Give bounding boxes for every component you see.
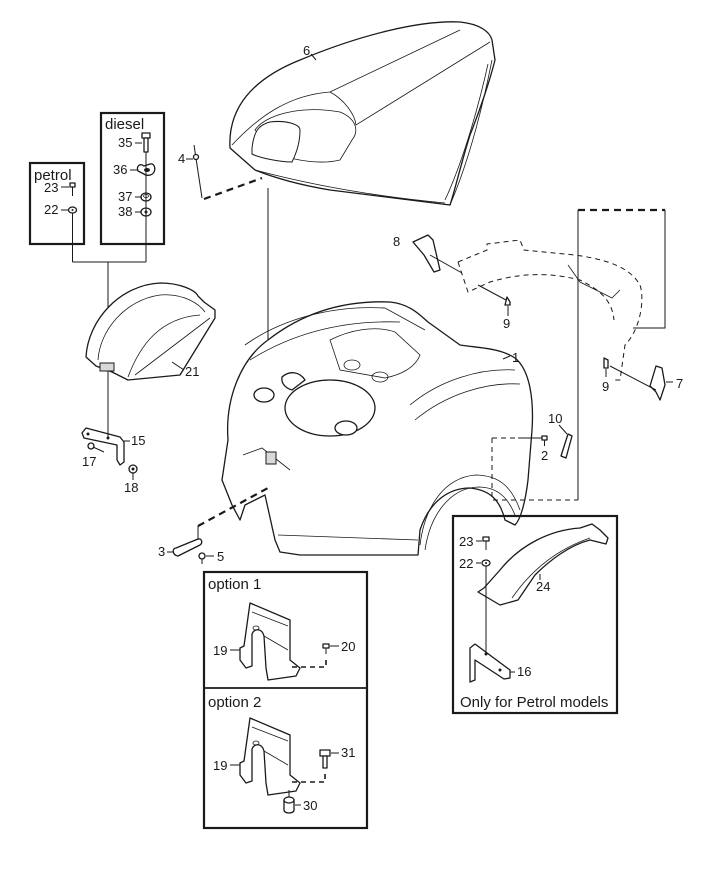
petrol-models-box: Only for Petrol models 23 22 24 16 [451, 514, 619, 715]
part-1-bonnet-body[interactable] [221, 301, 534, 556]
screw-23-petrol-models[interactable] [482, 536, 490, 550]
part-16-bracket[interactable] [469, 643, 511, 683]
option1-title: option 1 [208, 576, 261, 593]
callout-7: 7 [676, 376, 683, 391]
callout-9-lower: 9 [602, 379, 609, 394]
callout-6: 6 [303, 43, 310, 58]
callout-36: 36 [113, 162, 127, 177]
diesel-box-frame [99, 111, 166, 246]
part-9-clip-lower[interactable] [603, 357, 609, 369]
part-6-hood-top[interactable] [229, 21, 496, 206]
callout-38: 38 [118, 204, 132, 219]
callout-19-option2: 19 [213, 758, 227, 773]
callout-10: 10 [548, 411, 562, 426]
washer-22-petrol[interactable] [67, 206, 78, 214]
part-24-mudguard[interactable] [477, 523, 609, 606]
callout-31: 31 [341, 745, 355, 760]
screw-20[interactable] [322, 643, 330, 654]
nut-18[interactable] [128, 464, 138, 474]
callout-15: 15 [131, 433, 145, 448]
screw-23-petrol[interactable] [69, 182, 76, 196]
option2-title: option 2 [208, 694, 261, 711]
callout-1: 1 [512, 350, 519, 365]
part-21-shield[interactable] [85, 282, 216, 381]
part-2-screw[interactable] [541, 435, 548, 446]
bolt-17[interactable] [87, 442, 105, 453]
dashed-link-3 [197, 487, 269, 527]
bolt-35[interactable] [141, 132, 151, 153]
callout-22-petrol-models: 22 [459, 556, 473, 571]
petrol-models-box-frame [451, 514, 619, 715]
part-7-corner[interactable] [649, 365, 666, 401]
callout-8: 8 [393, 234, 400, 249]
callout-9-upper: 9 [503, 316, 510, 331]
spacer-30[interactable] [283, 796, 295, 814]
dashed-link-4 [203, 176, 263, 201]
diesel-box-title: diesel [105, 116, 144, 133]
callout-21: 21 [185, 364, 199, 379]
callout-16: 16 [517, 664, 531, 679]
callout-2: 2 [541, 448, 548, 463]
option-box: option 1 option 2 19 20 19 [202, 570, 369, 830]
part-19-guard-option1[interactable] [239, 602, 301, 681]
callout-37: 37 [118, 189, 132, 204]
petrol-models-caption: Only for Petrol models [460, 694, 608, 711]
callout-3: 3 [158, 544, 165, 559]
callout-4: 4 [178, 151, 185, 166]
part-9-clip-upper[interactable] [504, 296, 511, 306]
part-10-label[interactable] [560, 433, 573, 459]
bolt-31[interactable] [319, 749, 331, 769]
petrol-box-frame [28, 161, 86, 246]
diesel-box: diesel 35 36 37 38 [99, 111, 166, 262]
callout-23-petrol-models: 23 [459, 534, 473, 549]
callout-5: 5 [217, 549, 224, 564]
callout-24: 24 [536, 579, 550, 594]
part-4-pin[interactable] [192, 144, 203, 199]
petrol-box: petrol 23 22 [28, 161, 86, 262]
callout-17: 17 [82, 454, 96, 469]
part-15-bracket[interactable] [81, 427, 125, 466]
callout-35: 35 [118, 135, 132, 150]
part-3-latch[interactable] [172, 538, 203, 557]
part-19-guard-option2[interactable] [239, 717, 301, 796]
rear-rail-assembly[interactable] [457, 239, 643, 381]
part-8-bracket[interactable] [412, 234, 441, 273]
callout-18: 18 [124, 480, 138, 495]
callout-22-petrol: 22 [44, 202, 58, 217]
callout-19-option1: 19 [213, 643, 227, 658]
callout-20: 20 [341, 639, 355, 654]
callout-30: 30 [303, 798, 317, 813]
petrol-box-title: petrol [34, 167, 72, 184]
option-box-frame [202, 570, 369, 830]
callout-23-petrol: 23 [44, 180, 58, 195]
washer-22-petrol-models[interactable] [481, 559, 491, 567]
part-5-clip[interactable] [198, 552, 206, 564]
